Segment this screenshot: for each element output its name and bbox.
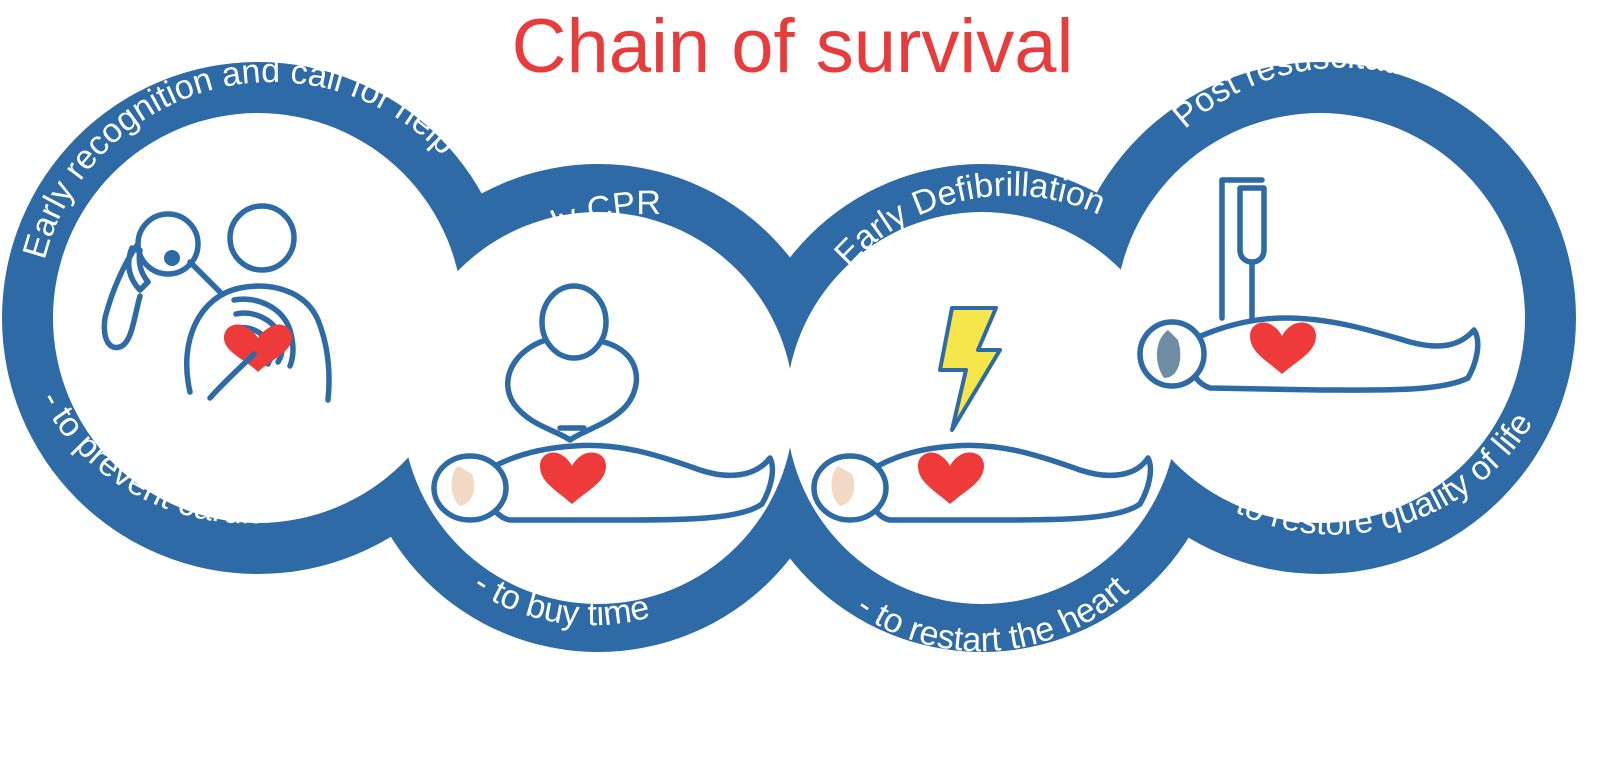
lightning-bolt-icon	[938, 306, 1002, 432]
iv-drip-patient-icon	[1137, 177, 1481, 393]
cpr-compressions-icon	[431, 283, 776, 523]
diagram-title: Chain of survival	[511, 4, 1074, 89]
rescuer-calling-phone-icon	[101, 203, 332, 403]
defibrillation-shock-icon	[811, 306, 1154, 523]
